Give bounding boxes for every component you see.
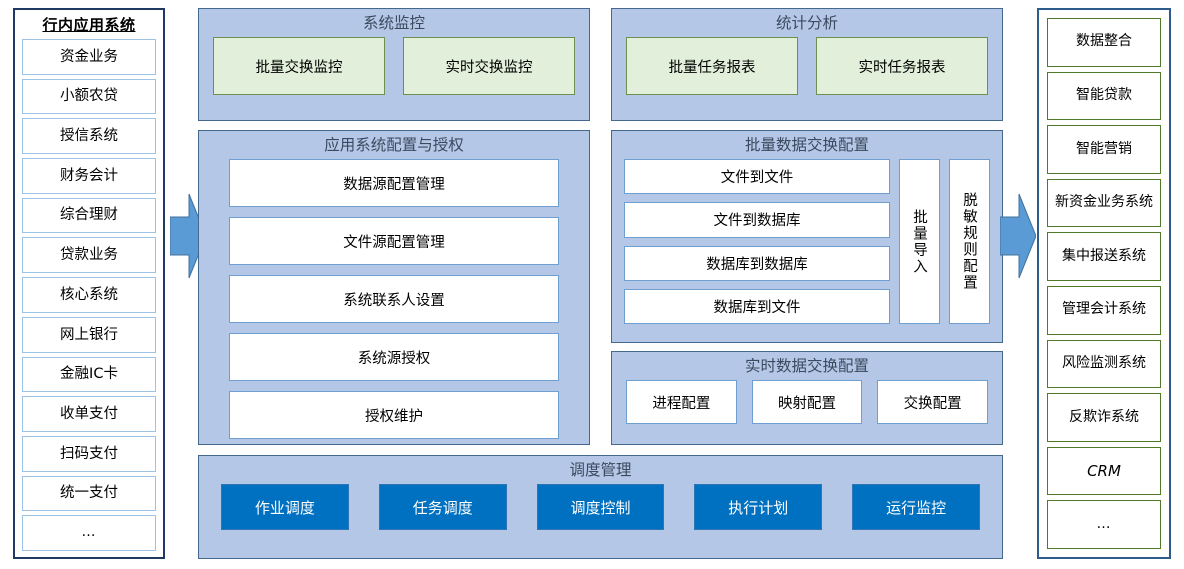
tile-masking-rule-config[interactable]: 脱敏规则配置 — [949, 159, 990, 324]
left-sidebar-list: 资金业务 小额农贷 授信系统 财务会计 综合理财 贷款业务 核心系统 网上银行 … — [22, 39, 156, 551]
sidebar-item-crm[interactable]: CRM — [1047, 446, 1161, 496]
panel-system-monitor-title: 系统监控 — [362, 14, 425, 32]
sidebar-item-financial-accounting[interactable]: 财务会计 — [22, 158, 156, 194]
panel-realtime-data-exchange-config: 实时数据交换配置 进程配置 映射配置 交换配置 — [611, 351, 1003, 445]
sidebar-item-qr-payment[interactable]: 扫码支付 — [22, 435, 156, 472]
left-sidebar-internal-app-systems: 行内应用系统 资金业务 小额农贷 授信系统 财务会计 综合理财 贷款业务 核心系… — [13, 8, 165, 559]
tile-system-source-authorization[interactable]: 系统源授权 — [229, 333, 559, 381]
tile-job-scheduling[interactable]: 作业调度 — [221, 484, 349, 530]
panel-statistical-analysis-title: 统计分析 — [775, 14, 838, 32]
tile-batch-import[interactable]: 批量导入 — [899, 159, 940, 324]
sidebar-item-online-banking[interactable]: 网上银行 — [22, 316, 156, 353]
sidebar-item-more[interactable]: … — [1047, 500, 1161, 549]
sidebar-item-credit-system[interactable]: 授信系统 — [22, 118, 156, 155]
flow-arrow-left-icon — [169, 190, 207, 282]
sidebar-item-micro-agri-loan[interactable]: 小额农贷 — [22, 78, 156, 115]
tile-operation-monitoring[interactable]: 运行监控 — [852, 484, 980, 530]
batch-exchange-tile-column: 文件到文件 文件到数据库 数据库到数据库 数据库到文件 — [624, 159, 890, 324]
tile-file-to-database[interactable]: 文件到数据库 — [624, 202, 890, 238]
panel-app-config-authorization: 应用系统配置与授权 数据源配置管理 文件源配置管理 系统联系人设置 系统源授权 … — [198, 130, 590, 445]
sidebar-item-data-integration[interactable]: 数据整合 — [1047, 18, 1161, 67]
panel-app-config-authorization-title: 应用系统配置与授权 — [324, 136, 464, 154]
sidebar-item-centralized-reporting-system[interactable]: 集中报送系统 — [1047, 232, 1161, 281]
panel-scheduling-management-title: 调度管理 — [569, 461, 632, 479]
sidebar-item-new-capital-business-system[interactable]: 新资金业务系统 — [1047, 178, 1161, 228]
sidebar-item-wealth-management[interactable]: 综合理财 — [22, 197, 156, 234]
tile-realtime-exchange-monitor[interactable]: 实时交换监控 — [403, 37, 575, 95]
panel-scheduling-management: 调度管理 作业调度 任务调度 调度控制 执行计划 运行监控 — [198, 455, 1003, 559]
panel-system-monitor: 系统监控 批量交换监控 实时交换监控 — [198, 8, 590, 121]
sidebar-item-unified-payment[interactable]: 统一支付 — [22, 475, 156, 512]
sidebar-item-acquiring-payment[interactable]: 收单支付 — [22, 396, 156, 432]
sidebar-item-anti-fraud-system[interactable]: 反欺诈系统 — [1047, 393, 1161, 442]
left-sidebar-title: 行内应用系统 — [42, 16, 136, 34]
sidebar-item-management-accounting-system[interactable]: 管理会计系统 — [1047, 285, 1161, 335]
sidebar-item-risk-monitoring-system[interactable]: 风险监测系统 — [1047, 339, 1161, 389]
panel-statistical-analysis-body: 批量任务报表 实时任务报表 — [612, 37, 1002, 109]
panel-app-config-authorization-body: 数据源配置管理 文件源配置管理 系统联系人设置 系统源授权 授权维护 — [199, 159, 589, 439]
sidebar-item-smart-marketing[interactable]: 智能营销 — [1047, 125, 1161, 174]
tile-system-contact-settings[interactable]: 系统联系人设置 — [229, 275, 559, 323]
sidebar-item-smart-lending[interactable]: 智能贷款 — [1047, 71, 1161, 121]
right-sidebar-list: 数据整合 智能贷款 智能营销 新资金业务系统 集中报送系统 管理会计系统 风险监… — [1047, 18, 1161, 549]
tile-task-scheduling[interactable]: 任务调度 — [378, 484, 507, 530]
panel-scheduling-management-body: 作业调度 任务调度 调度控制 执行计划 运行监控 — [199, 484, 1002, 546]
sidebar-item-loan-business[interactable]: 贷款业务 — [22, 237, 156, 274]
sidebar-item-financial-ic-card[interactable]: 金融IC卡 — [22, 356, 156, 393]
tile-scheduling-control[interactable]: 调度控制 — [536, 484, 665, 530]
panel-batch-data-exchange-config-body: 文件到文件 文件到数据库 数据库到数据库 数据库到文件 批量导入 脱敏规则配置 — [612, 159, 1002, 334]
tile-authorization-maintenance[interactable]: 授权维护 — [229, 391, 559, 439]
panel-batch-data-exchange-config-title: 批量数据交换配置 — [744, 136, 869, 154]
tile-filesource-config-management[interactable]: 文件源配置管理 — [229, 217, 559, 265]
panel-realtime-data-exchange-config-body: 进程配置 映射配置 交换配置 — [612, 380, 1002, 430]
panel-batch-data-exchange-config: 批量数据交换配置 文件到文件 文件到数据库 数据库到数据库 数据库到文件 批量导… — [611, 130, 1003, 343]
panel-system-monitor-body: 批量交换监控 实时交换监控 — [199, 37, 589, 109]
sidebar-item-capital-business[interactable]: 资金业务 — [22, 39, 156, 75]
right-sidebar-downstream-systems: 数据整合 智能贷款 智能营销 新资金业务系统 集中报送系统 管理会计系统 风险监… — [1037, 8, 1171, 559]
sidebar-item-more[interactable]: … — [22, 515, 156, 551]
tile-exchange-config[interactable]: 交换配置 — [877, 380, 989, 424]
panel-realtime-data-exchange-config-title: 实时数据交换配置 — [744, 357, 869, 375]
tile-datasource-config-management[interactable]: 数据源配置管理 — [229, 159, 559, 207]
tile-database-to-file[interactable]: 数据库到文件 — [624, 288, 890, 324]
tile-batch-task-report[interactable]: 批量任务报表 — [626, 37, 798, 95]
tile-process-config[interactable]: 进程配置 — [626, 380, 737, 424]
platform-main-area: 系统监控 批量交换监控 实时交换监控 统计分析 批量任务报表 实时任务报表 应用… — [198, 8, 1003, 559]
tile-realtime-task-report[interactable]: 实时任务报表 — [816, 37, 988, 95]
tile-execution-plan[interactable]: 执行计划 — [694, 484, 823, 530]
panel-statistical-analysis: 统计分析 批量任务报表 实时任务报表 — [611, 8, 1003, 121]
tile-batch-exchange-monitor[interactable]: 批量交换监控 — [213, 37, 385, 95]
sidebar-item-core-system[interactable]: 核心系统 — [22, 277, 156, 313]
tile-file-to-file[interactable]: 文件到文件 — [624, 159, 890, 195]
flow-arrow-right-icon — [999, 190, 1037, 282]
tile-database-to-database[interactable]: 数据库到数据库 — [624, 245, 890, 281]
tile-mapping-config[interactable]: 映射配置 — [751, 380, 863, 424]
